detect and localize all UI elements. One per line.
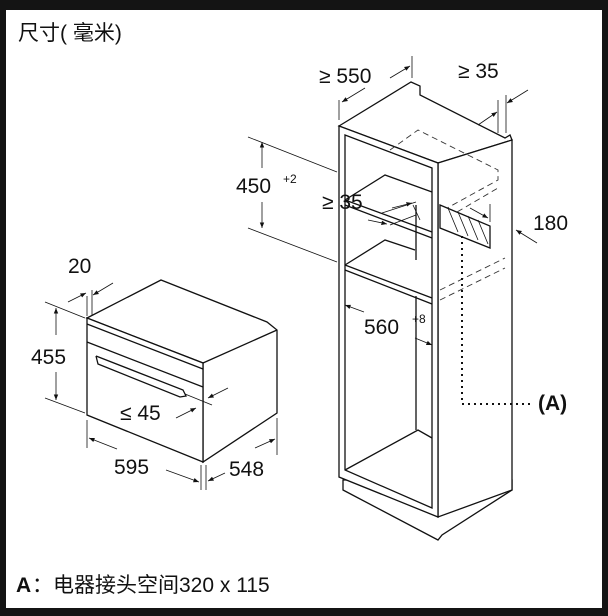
dim-oven-panel: 20 (68, 255, 91, 278)
dim-niche-width: 560 (364, 316, 399, 339)
cabinet-opening (344, 134, 433, 509)
dim-niche-height: 450 (236, 175, 271, 198)
cabinet-side (437, 139, 513, 518)
dim-depth: 180 (533, 212, 568, 235)
oven-dimensions: 20 455 ≤ 45 595 548 (31, 255, 278, 490)
cabinet-dimensions: ≥ 550 ≥ 35 450 +2 ≥ 35 180 560 +8 (A) (236, 56, 568, 415)
dim-niche-width-tol: +8 (412, 312, 426, 326)
tall-cabinet (337, 81, 530, 541)
dim-niche-height-tol: +2 (283, 172, 297, 186)
oven-front (86, 317, 204, 463)
dim-oven-handle: ≤ 45 (120, 402, 161, 425)
oven (85, 279, 278, 464)
footnote-text: ：电器接头空间320 x 115 (32, 574, 270, 597)
connection-leader (461, 236, 530, 405)
dim-cabinet-width: ≥ 550 (319, 65, 371, 88)
dim-oven-depth: 548 (229, 458, 264, 481)
dim-rear-gap: ≥ 35 (458, 60, 499, 83)
oven-handle (95, 355, 187, 398)
dim-oven-height: 455 (31, 346, 66, 369)
diagram-title: 尺寸( 毫米) (18, 22, 122, 45)
dim-oven-width: 595 (114, 456, 149, 479)
connection-area (439, 204, 491, 249)
connection-label: (A) (538, 392, 567, 415)
footnote-key: A (16, 574, 31, 597)
dim-shelf-gap: ≥ 35 (322, 191, 363, 214)
footnote: A ：电器接头空间320 x 115 (16, 574, 270, 597)
